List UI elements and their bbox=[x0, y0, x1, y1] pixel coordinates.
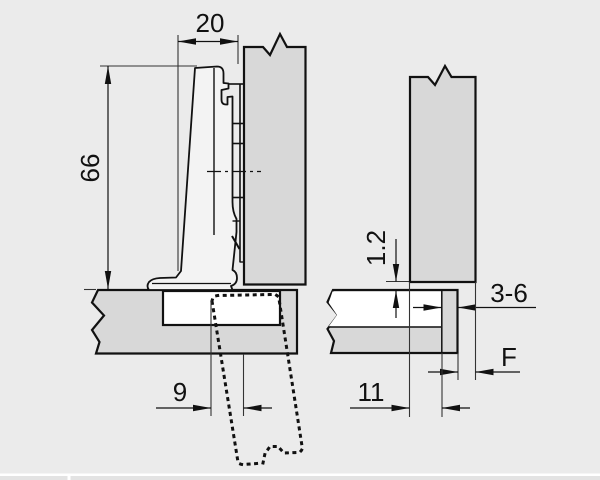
hinge-cup-recess bbox=[161, 289, 282, 327]
dimension-1-2-label: 1.2 bbox=[361, 230, 391, 266]
dimension-9: 9 bbox=[156, 300, 272, 416]
dimension-f-label: F bbox=[501, 342, 517, 372]
dimension-66: 66 bbox=[75, 65, 197, 291]
dimension-20-label: 20 bbox=[196, 8, 225, 38]
dimension-11-label: 11 bbox=[358, 377, 385, 407]
dimension-3-6-label: 3-6 bbox=[490, 278, 528, 308]
left-view-hinge-section: 20 66 9 bbox=[75, 8, 307, 467]
right-view-clearance-section: 1.2 3-6 F 11 bbox=[326, 63, 536, 417]
dimension-3-6: 3-6 bbox=[413, 278, 536, 311]
dimension-11: 11 bbox=[350, 282, 470, 417]
cabinet-panel-upper-band bbox=[328, 291, 441, 327]
dimension-f: F bbox=[428, 282, 520, 380]
mounting-plate bbox=[228, 83, 244, 263]
cabinet-side-panel bbox=[242, 31, 307, 286]
dimension-9-label: 9 bbox=[173, 377, 187, 407]
dimension-1-2: 1.2 bbox=[361, 230, 409, 318]
door-closed-dotted-outline bbox=[210, 292, 304, 467]
door-panel-closed-section bbox=[408, 63, 477, 284]
dimension-20: 20 bbox=[177, 8, 239, 271]
hinge-arm bbox=[146, 65, 238, 291]
footer-strip bbox=[0, 473, 600, 480]
dimension-66-label: 66 bbox=[75, 154, 105, 183]
